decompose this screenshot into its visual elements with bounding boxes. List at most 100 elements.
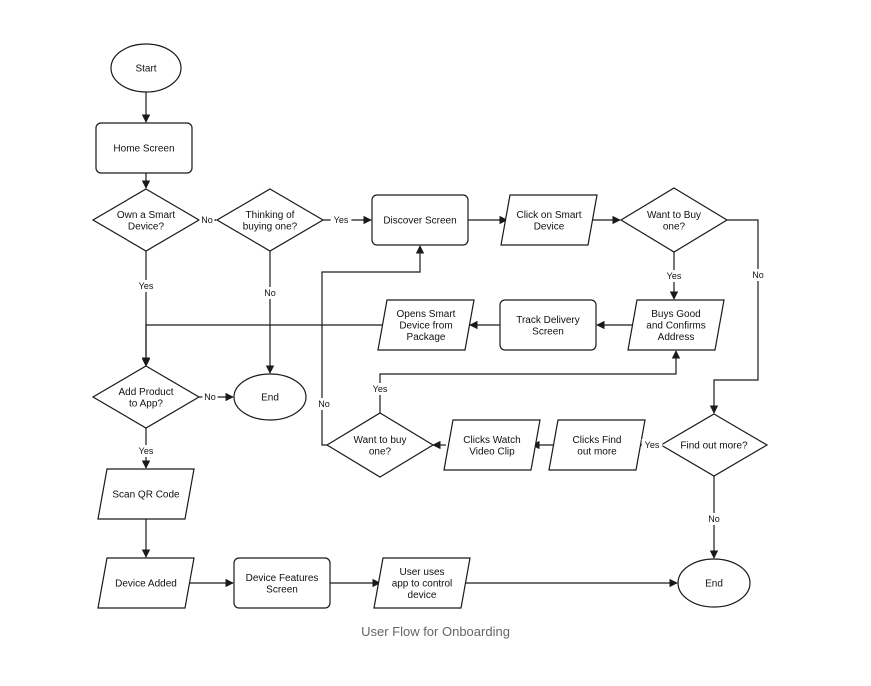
node-label-line: app to control [392,579,453,590]
edge-label-text: No [201,215,213,225]
node-end1: End [233,373,307,421]
node-label-line: Device? [128,221,165,232]
node-label-line: Thinking of [246,210,295,221]
edge-label-wantbuy2-discover: No [316,398,332,410]
parallelogram-shape [627,299,725,351]
node-label-line: out more [577,446,617,457]
edge-label-bg [369,383,391,395]
edge-label-text: No [708,514,720,524]
edge-wantbuy1-findout [709,219,759,414]
diamond-shape [619,187,729,253]
edge-label-bg [262,287,278,299]
node-label-line: Clicks Find [573,435,622,446]
node-end2: End [677,558,751,608]
edge-label-addproduct-scan: Yes [135,445,157,457]
ellipse-shape [110,43,182,93]
node-label-line: Screen [532,326,564,337]
rect-shape [371,194,469,246]
edge-label-bg [316,398,332,410]
node-label-line: Scan QR Code [112,490,180,501]
diagram-caption: User Flow for Onboarding [361,624,510,639]
edge-label-text: Yes [667,271,682,281]
rect-shape [95,122,193,174]
parallelogram-shape [548,419,646,471]
diamond-shape [659,413,769,477]
node-label-line: to App? [129,398,163,409]
edge-label-text: Yes [139,281,154,291]
node-label-line: Address [658,332,695,343]
diamond-shape [325,412,435,478]
node-label-line: Home Screen [113,144,174,155]
edge-label-text: No [318,399,330,409]
parallelogram-shape [443,419,541,471]
edge-label-bg [135,445,157,457]
edge-label-wantbuy1-buys: Yes [663,270,685,282]
node-label-line: and Confirms [646,321,705,332]
edge-opens-addproduct [141,324,385,366]
edge-label-text: No [264,288,276,298]
node-label-line: Device Features [246,573,319,584]
edge-label-addproduct-end1: No [202,391,218,403]
edge-label-bg [202,391,218,403]
edge-label-text: No [752,270,764,280]
edge-label-findout-clicksfind: Yes [641,439,663,451]
node-label-line: Screen [266,584,298,595]
node-findout: Find out more? [659,413,769,477]
edge-label-bg [199,214,215,226]
rect-shape [233,557,331,609]
edge-label-wantbuy2-buys: Yes [369,383,391,395]
ellipse-shape [233,373,307,421]
edge-label-own-addproduct: Yes [135,280,157,292]
node-label-line: buying one? [243,221,298,232]
node-label-line: Click on Smart [516,210,581,221]
edge-label-wantbuy1-findout: No [750,269,766,281]
edge-label-own-thinking: No [199,214,215,226]
edge-wantbuy2-buys [379,350,681,413]
diamond-shape [91,365,201,429]
node-start: Start [110,43,182,93]
edge-label-text: Yes [334,215,349,225]
parallelogram-shape [377,299,475,351]
edge-label-text: Yes [373,384,388,394]
edge-label-text: No [204,392,216,402]
node-discover: Discover Screen [371,194,469,246]
node-label-line: Device Added [115,579,177,590]
node-label-line: End [705,579,723,590]
edge-label-findout-end2: No [706,513,722,525]
node-label-line: Clicks Watch [463,435,520,446]
node-label-line: one? [369,446,392,457]
parallelogram-shape [373,557,471,609]
diamond-shape [91,188,201,252]
node-label-line: Own a Smart [117,210,176,221]
edge-label-thinking-discover: Yes [330,214,352,226]
edge-label-bg [706,513,722,525]
node-label-line: Buys Good [651,309,700,320]
edge-label-text: Yes [645,440,660,450]
node-label-line: Add Product [118,387,173,398]
node-label-line: End [261,393,279,404]
parallelogram-shape [500,194,598,246]
edge-label-bg [663,270,685,282]
node-label-line: device [408,590,437,601]
node-label-line: Start [135,64,156,75]
edge-label-bg [135,280,157,292]
ellipse-shape [677,558,751,608]
edge-label-text: Yes [139,446,154,456]
node-scan: Scan QR Code [97,468,195,520]
edge-label-bg [750,269,766,281]
rect-shape [499,299,597,351]
node-added: Device Added [97,557,195,609]
edge-wantbuy2-discover [321,245,425,446]
parallelogram-shape [97,468,195,520]
